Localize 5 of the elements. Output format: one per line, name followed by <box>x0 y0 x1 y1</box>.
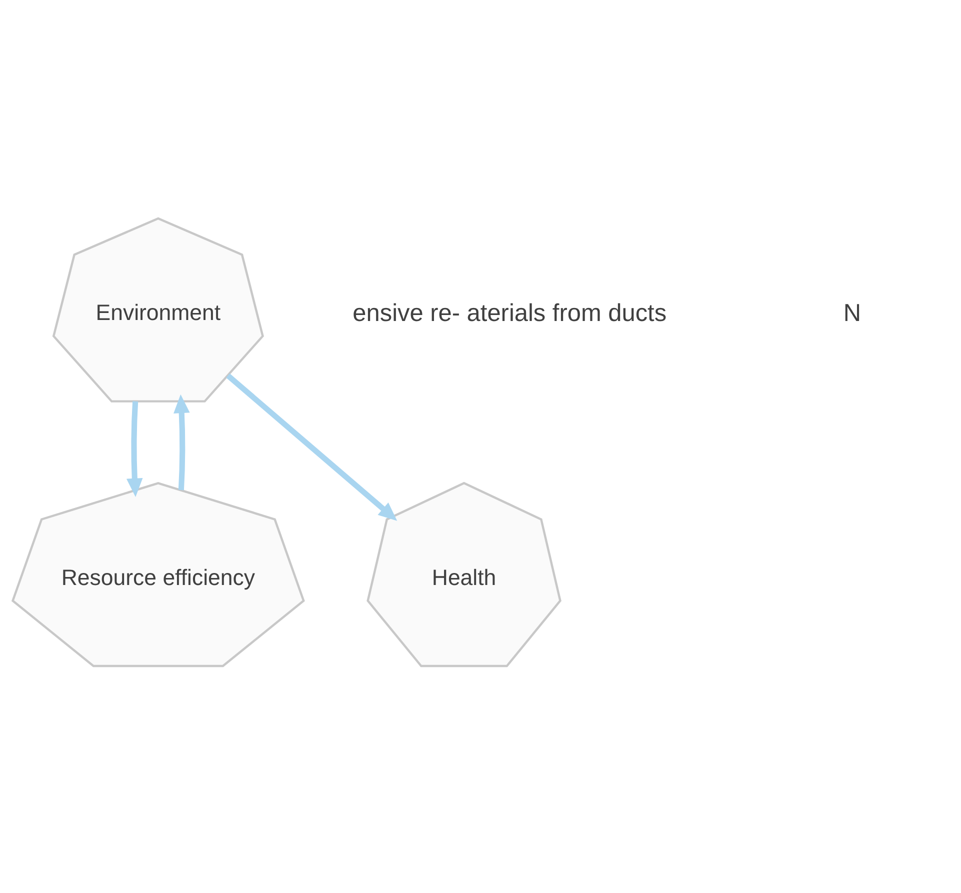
label: N <box>843 299 862 326</box>
label: ensive re- aterials from ducts <box>352 299 667 326</box>
arrow <box>174 394 190 490</box>
arrow <box>126 400 143 496</box>
arrow <box>226 373 398 520</box>
